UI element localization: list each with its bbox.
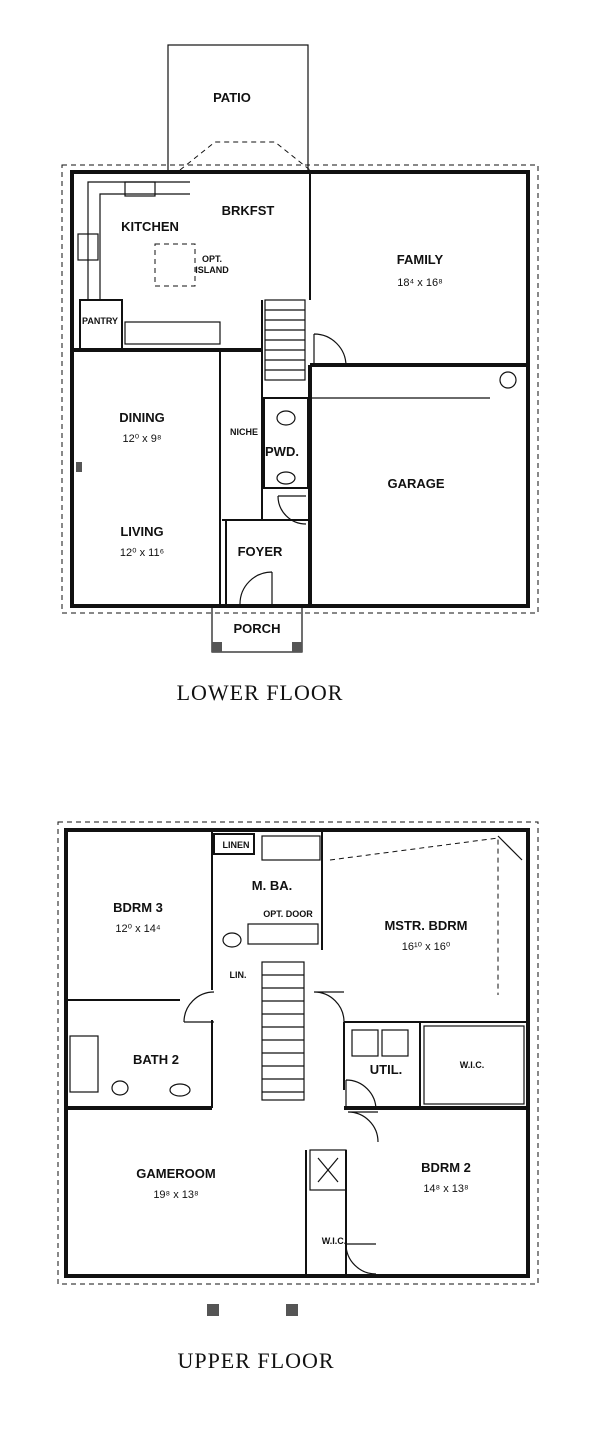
room-label-bath2: BATH 2 bbox=[133, 1052, 179, 1067]
coat-closet-door-swing bbox=[277, 495, 307, 525]
bay-window bbox=[179, 141, 311, 171]
room-label-master-wic: W.I.C. bbox=[460, 1060, 485, 1070]
room-label-bedroom2-wic: W.I.C. bbox=[322, 1236, 347, 1246]
room-label-powder: PWD. bbox=[265, 444, 299, 459]
lower-floor-title: LOWER FLOOR bbox=[177, 680, 344, 705]
room-label-dining: DINING bbox=[119, 410, 165, 425]
upper-marker-right bbox=[286, 1304, 298, 1316]
family-door-swing bbox=[313, 333, 347, 367]
water-heater bbox=[499, 371, 517, 389]
room-dim-family: 18⁴ x 16⁸ bbox=[397, 277, 442, 289]
room-label-living: LIVING bbox=[120, 524, 163, 539]
room-label-kitchen: KITCHEN bbox=[121, 219, 179, 234]
island-label-line1: OPT. bbox=[202, 254, 222, 264]
bath2-tub bbox=[69, 1035, 99, 1093]
room-label-pantry: PANTRY bbox=[82, 316, 118, 326]
room-label-bedroom3: BDRM 3 bbox=[113, 900, 163, 915]
kitchen-counter-inner bbox=[99, 193, 190, 300]
upper-floor-title: UPPER FLOOR bbox=[177, 1348, 334, 1373]
kitchen-range bbox=[77, 233, 99, 261]
room-dim-bedroom2: 14⁸ x 13⁸ bbox=[423, 1183, 468, 1195]
wic2-door-swing bbox=[345, 1243, 377, 1275]
room-label-niche: NICHE bbox=[230, 427, 258, 437]
upper-marker-left bbox=[207, 1304, 219, 1316]
bath2-toilet bbox=[111, 1080, 129, 1096]
upper-stair bbox=[261, 961, 305, 1101]
upper-exterior-wall bbox=[64, 828, 530, 1278]
master-toilet bbox=[222, 932, 242, 948]
optional-island bbox=[154, 243, 196, 287]
room-dim-gameroom: 19⁸ x 13⁸ bbox=[153, 1189, 198, 1201]
room-dim-living: 12⁰ x 11⁶ bbox=[120, 547, 164, 559]
kitchen-sink bbox=[124, 181, 156, 197]
lower-exterior-wall bbox=[70, 170, 530, 608]
patio-outline bbox=[167, 44, 309, 174]
room-label-foyer: FOYER bbox=[238, 544, 283, 559]
bath2-sink bbox=[169, 1083, 191, 1097]
room-label-bedroom2: BDRM 2 bbox=[421, 1160, 471, 1175]
room-label-linen: LINEN bbox=[223, 840, 250, 850]
upper-floor-plan: LINEN M. BA. BDRM 3 12⁰ x 14⁴ OPT. DOOR … bbox=[57, 821, 539, 1373]
room-label-breakfast: BRKFST bbox=[222, 203, 275, 218]
fireplace-marker bbox=[76, 462, 82, 472]
upper-stair-treads bbox=[262, 974, 304, 1093]
upper-roofline bbox=[57, 821, 539, 1285]
powder-sink bbox=[276, 471, 296, 485]
lower-roofline bbox=[61, 164, 539, 614]
kitchen-counter bbox=[87, 181, 190, 300]
room-label-master-bedroom: MSTR. BDRM bbox=[384, 918, 467, 933]
room-label-opt-door: OPT. DOOR bbox=[263, 909, 313, 919]
washer bbox=[351, 1029, 379, 1057]
master-tub bbox=[261, 835, 321, 861]
bdrm3-door-swing bbox=[183, 991, 215, 1023]
room-label-utility: UTIL. bbox=[370, 1062, 403, 1077]
bdrm2-door-swing bbox=[347, 1111, 379, 1143]
powder-room-walls bbox=[263, 397, 309, 489]
room-label-master-bath: M. BA. bbox=[252, 878, 292, 893]
island-label-line2: ISLAND bbox=[195, 265, 229, 275]
porch-column-left bbox=[212, 642, 222, 652]
kitchen-cabinet bbox=[124, 321, 221, 345]
linen-closet-walls bbox=[213, 833, 255, 855]
master-vanity bbox=[247, 923, 319, 945]
pantry-walls bbox=[79, 299, 123, 351]
room-label-family: FAMILY bbox=[397, 252, 444, 267]
porch-outline bbox=[211, 605, 303, 653]
mstr-door-swing bbox=[313, 991, 345, 1023]
util-door-swing bbox=[345, 1079, 377, 1111]
room-label-patio: PATIO bbox=[213, 90, 251, 105]
hvac-closet bbox=[309, 1149, 347, 1191]
room-label-garage: GARAGE bbox=[387, 476, 444, 491]
room-label-porch: PORCH bbox=[234, 621, 281, 636]
room-dim-bedroom3: 12⁰ x 14⁴ bbox=[115, 923, 160, 935]
room-label-gameroom: GAMEROOM bbox=[136, 1166, 215, 1181]
lower-floor-plan: PATIO KITCHEN BRKFST OPT. ISLAND FAMILY … bbox=[61, 44, 539, 705]
room-dim-dining: 12⁰ x 9⁸ bbox=[122, 433, 161, 445]
stair-treads bbox=[265, 309, 305, 371]
foyer-entry-door-swing bbox=[239, 571, 273, 605]
room-label-linen-closet: LIN. bbox=[230, 970, 247, 980]
master-wic-walls bbox=[423, 1025, 525, 1105]
hvac-x2 bbox=[317, 1157, 339, 1183]
master-closet-diagonal bbox=[497, 835, 523, 861]
room-dim-master-bedroom: 16¹⁰ x 16⁰ bbox=[402, 941, 451, 953]
master-closet-outline bbox=[329, 837, 499, 995]
powder-toilet bbox=[276, 410, 296, 426]
porch-column-right bbox=[292, 642, 302, 652]
dryer bbox=[381, 1029, 409, 1057]
